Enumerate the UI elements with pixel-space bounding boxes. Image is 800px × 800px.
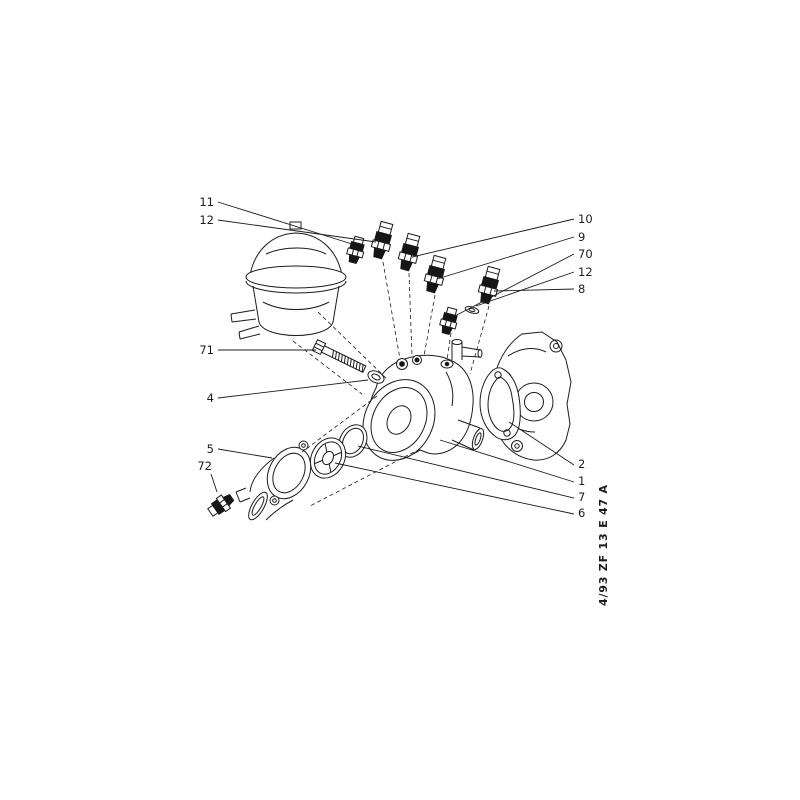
callout-label-7: 7 <box>578 490 585 504</box>
callout-label-10: 10 <box>578 212 593 226</box>
callout-label-5: 5 <box>207 442 214 456</box>
callout-label-6: 6 <box>578 506 585 520</box>
reference-code: 4/93 ZF 13 E 47 A <box>597 484 610 606</box>
pump-part <box>230 221 347 340</box>
callout-label-2: 2 <box>578 457 585 471</box>
gasket-part <box>479 367 521 441</box>
callout-leader-lines <box>210 201 575 515</box>
sensor-8-part <box>475 265 504 306</box>
coolant-housing-part <box>362 339 485 461</box>
callout-label-70: 70 <box>578 247 593 261</box>
callout-label-8: 8 <box>578 282 585 296</box>
callout-label-72: 72 <box>197 459 212 473</box>
sensor-10-part <box>395 232 424 273</box>
sensor-12-part <box>368 220 397 261</box>
callout-label-1: 1 <box>578 474 585 488</box>
bolt-part <box>311 338 367 373</box>
callout-label-12-right: 12 <box>578 265 593 279</box>
callout-label-11: 11 <box>199 195 214 209</box>
washer-12-part <box>464 306 480 314</box>
callout-label-9: 9 <box>578 230 585 244</box>
callout-label-4: 4 <box>207 391 214 405</box>
callout-label-12-left: 12 <box>199 213 214 227</box>
sensor-9-part <box>421 254 450 295</box>
plug-70-part <box>437 305 461 337</box>
callout-label-71: 71 <box>199 343 214 357</box>
washer-part <box>367 370 385 384</box>
thermostat-cover-part <box>235 440 312 521</box>
sensor-72-part <box>205 490 237 520</box>
alignment-dashed-lines <box>292 261 490 507</box>
sensor-11-part <box>344 234 368 266</box>
callout-labels: 11 12 10 9 70 12 8 71 4 5 72 2 1 7 6 <box>197 195 592 520</box>
